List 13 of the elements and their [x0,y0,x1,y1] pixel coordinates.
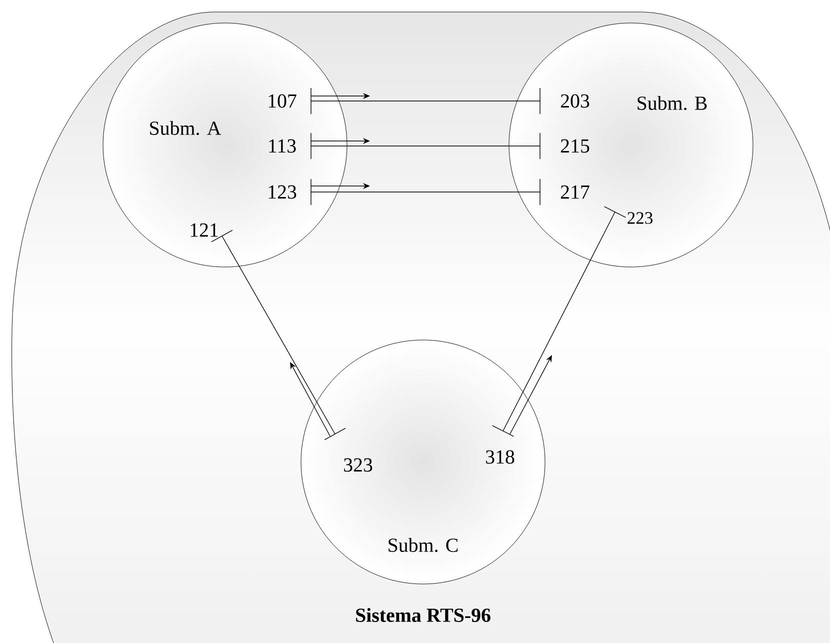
tie-line [310,100,540,102]
bus-number: 107 [268,94,296,108]
bus-number: 217 [560,185,590,199]
bus-number: 113 [269,139,296,153]
bus-number: 318 [486,450,514,464]
bus-number: 203 [560,94,590,108]
bus-number: 123 [268,185,296,199]
bus-number: 223 [628,212,652,224]
bus-number: 121 [190,223,218,237]
bus-number: 323 [344,458,372,472]
tie-line [502,212,616,432]
tie-line [222,236,336,434]
bus-number: 215 [560,139,590,153]
